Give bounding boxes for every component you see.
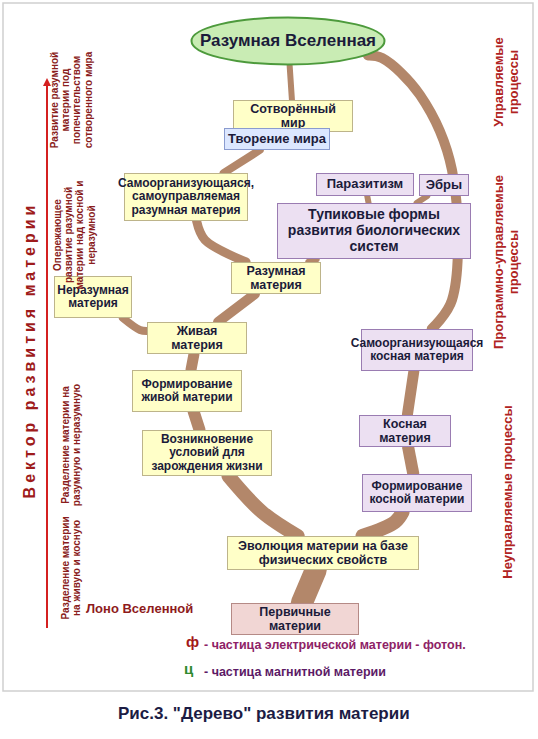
side-annotation: Вектор развития материи xyxy=(21,90,39,610)
side-annotation: Развитие разумной материи под попечитель… xyxy=(49,30,94,170)
tree-branch xyxy=(191,354,194,370)
figure-frame xyxy=(3,3,533,691)
tree-branch xyxy=(194,412,200,430)
tree-branch xyxy=(367,196,368,203)
note-label: - частица электрической материи - фотон. xyxy=(204,638,524,652)
node-text: Творение мира xyxy=(228,132,326,147)
stage-box: Первичные материи xyxy=(231,603,359,635)
tree-branch xyxy=(408,447,413,474)
node-text: Возникновение условий для зарождения жиз… xyxy=(146,433,268,473)
goal-ellipse: Разумная Вселенная xyxy=(190,16,386,66)
node-text: Живая материя xyxy=(151,324,243,352)
note-label: ц xyxy=(184,661,204,678)
node-text: Тупиковые формы развития биологических с… xyxy=(281,207,467,254)
node-text: Эбры xyxy=(426,178,462,193)
node-text: Неразумная материя xyxy=(57,284,128,311)
tree-branch xyxy=(228,476,297,536)
stage-box: Эбры xyxy=(419,174,469,196)
node-text: Паразитизм xyxy=(327,177,403,192)
node-text: Самоорганизующаяся косная материя xyxy=(351,337,484,364)
stage-box: Эволюция материи на базе физических свой… xyxy=(227,536,419,570)
side-annotation: Управляемые процессы xyxy=(492,26,521,138)
tree-branch xyxy=(417,196,428,203)
note-label: ф xyxy=(186,634,206,651)
node-text: Сотворённый мир xyxy=(237,102,349,130)
side-annotation: Программно-управляемые процессы xyxy=(492,162,521,362)
stage-box: Возникновение условий для зарождения жиз… xyxy=(142,430,272,476)
node-text: Формирование косной материи xyxy=(366,480,468,507)
stage-box: Разумная материя xyxy=(231,262,321,294)
side-annotation: Опережающее развитие разумной материи на… xyxy=(52,179,97,291)
note-label: Лоно Вселенной xyxy=(86,602,226,617)
tree-branch xyxy=(218,294,255,322)
side-annotation: Разделение материи на живую и косную xyxy=(60,513,82,623)
tree-branch xyxy=(290,66,292,100)
vector-arrow xyxy=(46,82,48,628)
tree-branch xyxy=(302,570,316,603)
node-text: Эволюция материи на базе физических свой… xyxy=(231,539,415,567)
node-text: Формирование живой материи xyxy=(136,378,238,405)
note-label: - частица магнитной материи xyxy=(204,665,524,679)
side-annotation: Разделение материи на разумную и неразум… xyxy=(60,380,82,510)
stage-box: Формирование живой материи xyxy=(132,370,242,412)
stage-box: Паразитизм xyxy=(316,173,414,196)
ellipse-shape xyxy=(192,18,385,65)
tree-branch xyxy=(123,318,147,331)
stage-box: Живая материя xyxy=(147,322,247,354)
node-text: Разумная Вселенная xyxy=(200,31,376,50)
stage-box: Самоорганизующаяся косная материя xyxy=(361,329,473,371)
side-annotation: Неуправляемые процессы xyxy=(501,377,516,607)
node-text: Косная материя xyxy=(363,417,447,445)
tree-branch xyxy=(224,150,260,173)
node-text: Разумная материя xyxy=(235,264,317,292)
stage-box: Самоорганизующаяся, самоуправляемая разу… xyxy=(124,173,248,221)
stage-box: Косная материя xyxy=(359,415,451,447)
stage-box: Творение мира xyxy=(224,128,330,150)
tree-branch xyxy=(362,512,402,536)
node-text: Первичные материи xyxy=(235,605,355,633)
figure-caption: Рис.3. "Дерево" развития материи xyxy=(118,704,410,724)
node-text: Самоорганизующаяся, самоуправляемая разу… xyxy=(118,177,254,217)
tree-branch xyxy=(197,221,247,262)
tree-branch xyxy=(407,371,414,415)
stage-box: Тупиковые формы развития биологических с… xyxy=(277,203,471,259)
stage-box: Формирование косной материи xyxy=(362,474,472,512)
